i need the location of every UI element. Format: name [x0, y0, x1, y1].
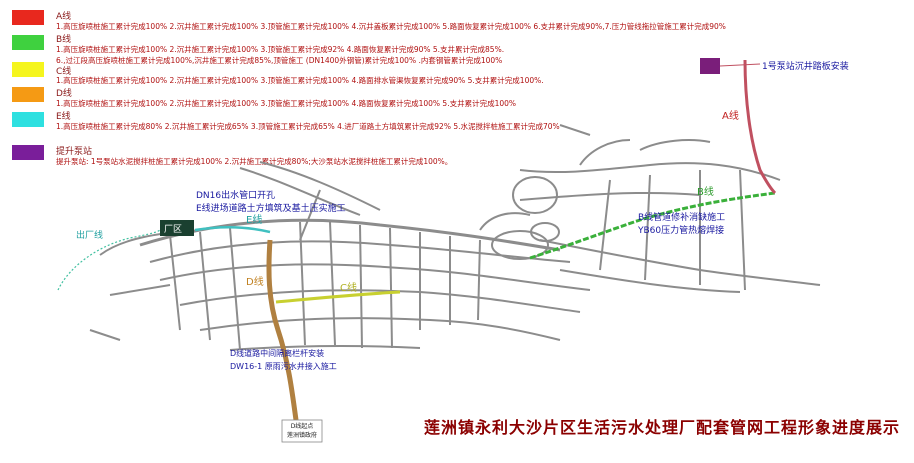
outflow-line [57, 229, 161, 291]
dn16-note-1: DN16出水管口开孔 [196, 191, 276, 201]
e-line-label: E线 [246, 215, 263, 226]
e-line-route [194, 225, 271, 234]
legend-title-b: B线 [56, 35, 72, 45]
legend-detail-b-2: 6.,过江段高压旋喷桩施工累计完成100%,沉井施工累计完成85%,顶管施工 (… [56, 56, 503, 65]
legend-detail-b-1: 1.高压旋喷桩施工累计完成100% 2.沉井施工累计完成100% 3.顶管施工累… [56, 45, 505, 54]
b-line-route [529, 191, 776, 260]
pump-station-1 [700, 58, 720, 74]
d-note-1: D线道路中间隔离栏杆安装 [230, 349, 325, 358]
legend-detail-pump: 提升泵站: 1号泵站水泥搅拌桩施工累计完成100% 2.沉井施工累计完成80%;… [56, 157, 453, 166]
legend-swatch-d [12, 87, 44, 102]
b-note-1: B线管道修补消缺施工 [638, 213, 726, 223]
legend-detail-e: 1.高压旋喷桩施工累计完成80% 2.沉井施工累计完成65% 3.顶管施工累计完… [56, 122, 560, 131]
d-note-2: DW16-1 原雨污水井接入施工 [230, 362, 337, 371]
legend-title-c: C线 [56, 67, 72, 77]
legend-swatch-c [12, 62, 44, 77]
pump-leader [719, 63, 761, 67]
c-line-route [275, 290, 401, 304]
pump1-label: 1号泵站沉井踏板安装 [762, 62, 849, 72]
legend-swatch-e [12, 112, 44, 127]
legend-title-d: D线 [56, 89, 72, 99]
b-note-2: YB60压力管热熔焊接 [638, 226, 725, 236]
legend-detail-c: 1.高压旋喷桩施工累计完成100% 2.沉井施工累计完成100% 3.顶管施工累… [56, 76, 544, 85]
page-title: 莲洲镇永利大沙片区生活污水处理厂配套管网工程形象进度展示 [423, 418, 900, 437]
plant-label: 厂区 [164, 224, 182, 235]
legend-swatch-pump [12, 145, 44, 160]
dn16-note-2: E线进场道路土方填筑及基土压实施工 [196, 204, 346, 214]
legend-swatch-b [12, 35, 44, 50]
legend-detail-d: 1.高压旋喷桩施工累计完成100% 2.沉井施工累计完成100% 3.顶管施工累… [56, 99, 517, 108]
a-line-route [743, 59, 777, 195]
outflow-label: 出厂线 [76, 231, 104, 241]
d-line-label: D线 [246, 277, 264, 288]
legend-swatch-a [12, 10, 44, 25]
road-network [89, 124, 821, 351]
b-line-label: B线 [697, 187, 714, 198]
start-point-label-1: D线起点 [290, 423, 314, 430]
legend-title-e: E线 [56, 112, 71, 122]
legend-title-a: A线 [56, 12, 72, 22]
d-line-route [266, 239, 299, 421]
c-line-label: C线 [340, 283, 357, 294]
a-line-label: A线 [722, 111, 739, 122]
legend-detail-a: 1.高压旋喷桩施工累计完成100% 2.沉井施工累计完成100% 3.顶管施工累… [56, 22, 726, 31]
plant-area [160, 220, 194, 236]
start-point-box [281, 419, 323, 443]
legend-title-pump: 提升泵站 [56, 147, 93, 157]
start-point-label-2: 莲洲镇政府 [286, 432, 317, 439]
